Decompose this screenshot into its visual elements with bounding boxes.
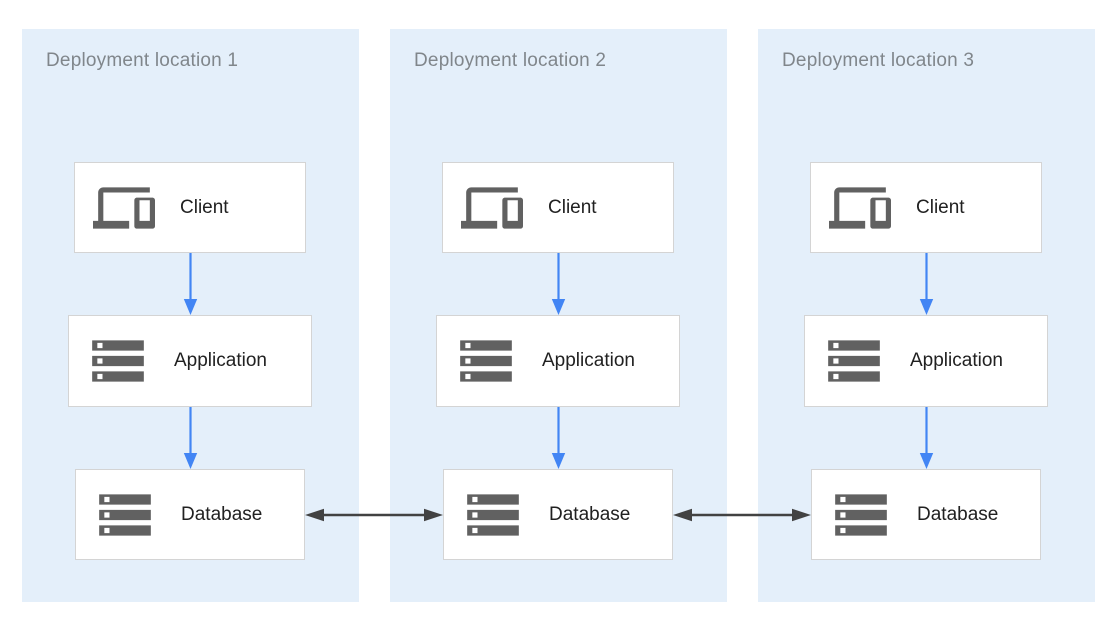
server-stack-icon xyxy=(460,340,512,382)
database-replication-arrow-icon xyxy=(673,508,811,522)
deployment-panel-3: Deployment location 3 Client Application… xyxy=(758,29,1095,602)
server-stack-icon xyxy=(835,493,887,536)
node-label: Database xyxy=(549,503,631,525)
node-label: Client xyxy=(548,196,597,218)
application-node: Application xyxy=(68,315,312,407)
flow-arrow-down-icon xyxy=(183,407,198,469)
devices-icon xyxy=(461,186,523,229)
node-label: Application xyxy=(542,350,635,371)
flow-arrow-down-icon xyxy=(551,407,566,469)
database-node: Database xyxy=(75,469,305,560)
node-label: Database xyxy=(917,503,999,525)
devices-icon xyxy=(93,186,155,229)
node-label: Application xyxy=(174,350,267,371)
node-label: Database xyxy=(181,503,263,525)
server-stack-icon xyxy=(92,340,144,382)
flow-arrow-down-icon xyxy=(919,407,934,469)
server-stack-icon xyxy=(467,493,519,536)
client-node: Client xyxy=(442,162,674,253)
flow-arrow-down-icon xyxy=(551,253,566,315)
database-replication-arrow-icon xyxy=(305,508,443,522)
deployment-panel-2: Deployment location 2 Client Application… xyxy=(390,29,727,602)
devices-icon xyxy=(829,186,891,229)
node-label: Application xyxy=(910,350,1003,371)
node-label: Client xyxy=(180,196,229,218)
flow-arrow-down-icon xyxy=(919,253,934,315)
panel-title: Deployment location 1 xyxy=(46,50,239,71)
flow-arrow-down-icon xyxy=(183,253,198,315)
server-stack-icon xyxy=(99,493,151,536)
database-node: Database xyxy=(811,469,1041,560)
node-label: Client xyxy=(916,196,965,218)
panel-title: Deployment location 3 xyxy=(782,50,975,71)
server-stack-icon xyxy=(828,340,880,382)
panel-title: Deployment location 2 xyxy=(414,50,607,71)
client-node: Client xyxy=(74,162,306,253)
client-node: Client xyxy=(810,162,1042,253)
database-node: Database xyxy=(443,469,673,560)
application-node: Application xyxy=(804,315,1048,407)
application-node: Application xyxy=(436,315,680,407)
deployment-panel-1: Deployment location 1 Client Application… xyxy=(22,29,359,602)
